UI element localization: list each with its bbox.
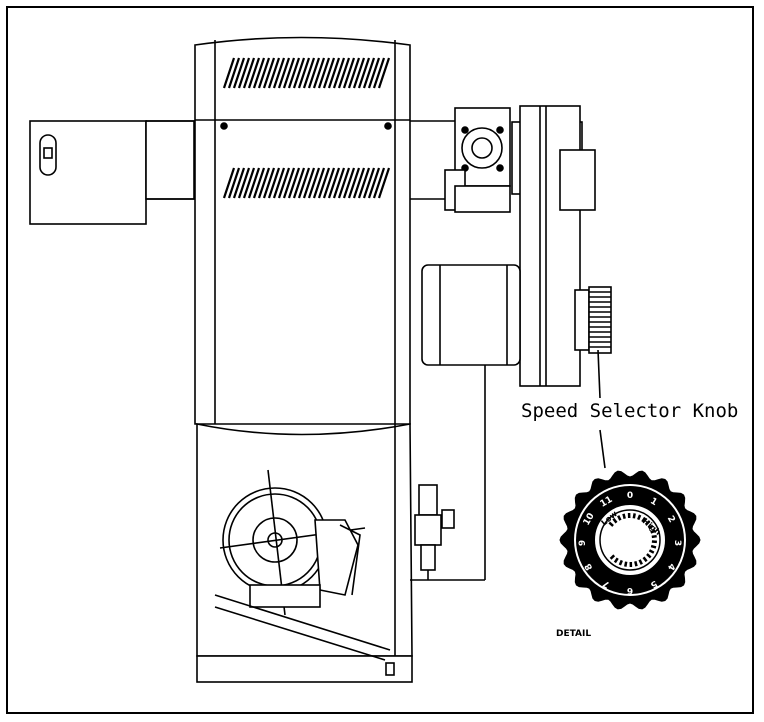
speed-selector-knob (574, 286, 612, 354)
dial-number: 5 (648, 578, 658, 590)
upper-vent (222, 57, 391, 89)
dial-tick (624, 561, 628, 567)
switch-box (29, 120, 195, 225)
dial-tick (646, 553, 652, 559)
dial-number: 8 (583, 561, 595, 571)
dial-tick (608, 521, 614, 527)
dial-number: 6 (627, 585, 633, 595)
speed-selector-knob-label: Speed Selector Knob (521, 400, 738, 422)
main-cabinet (194, 36, 411, 425)
dial-tick (618, 559, 623, 566)
dial-tick (632, 513, 636, 519)
dial-tick (648, 549, 655, 554)
drawing-frame (6, 6, 754, 714)
pulley-drive (511, 105, 596, 387)
dial-tick (612, 517, 618, 524)
dial-tick (642, 556, 648, 563)
dial-tick (617, 515, 622, 521)
dial-number: 3 (672, 540, 682, 546)
dial-number: 2 (665, 514, 677, 524)
dial-tick (651, 534, 657, 539)
dial-tick (641, 516, 647, 523)
dial-tick (637, 514, 642, 521)
dial-number: 1 (648, 496, 658, 508)
dial-tick (648, 524, 654, 530)
dial-tick (650, 529, 656, 534)
detail-label: DETAIL (556, 629, 591, 639)
lower-vent (222, 167, 391, 199)
callout-leader (597, 349, 601, 399)
dial-tick (634, 561, 638, 567)
dial-number: 4 (665, 561, 677, 571)
drive-motor (421, 264, 521, 366)
dial-tick (644, 520, 651, 526)
dial-tick (622, 513, 626, 519)
dial-number: 9 (578, 540, 588, 546)
dial-tick (609, 554, 616, 560)
detail-leader (599, 429, 606, 469)
dial-number: 0 (627, 491, 633, 501)
dial-number: 7 (601, 578, 611, 590)
lower-cabinet (196, 423, 413, 683)
dial-tick (650, 544, 657, 549)
regulator (410, 365, 486, 581)
gearbox (444, 107, 511, 213)
inner-motor (214, 469, 395, 676)
dial-tick (638, 559, 643, 565)
dial-tick (613, 557, 619, 564)
